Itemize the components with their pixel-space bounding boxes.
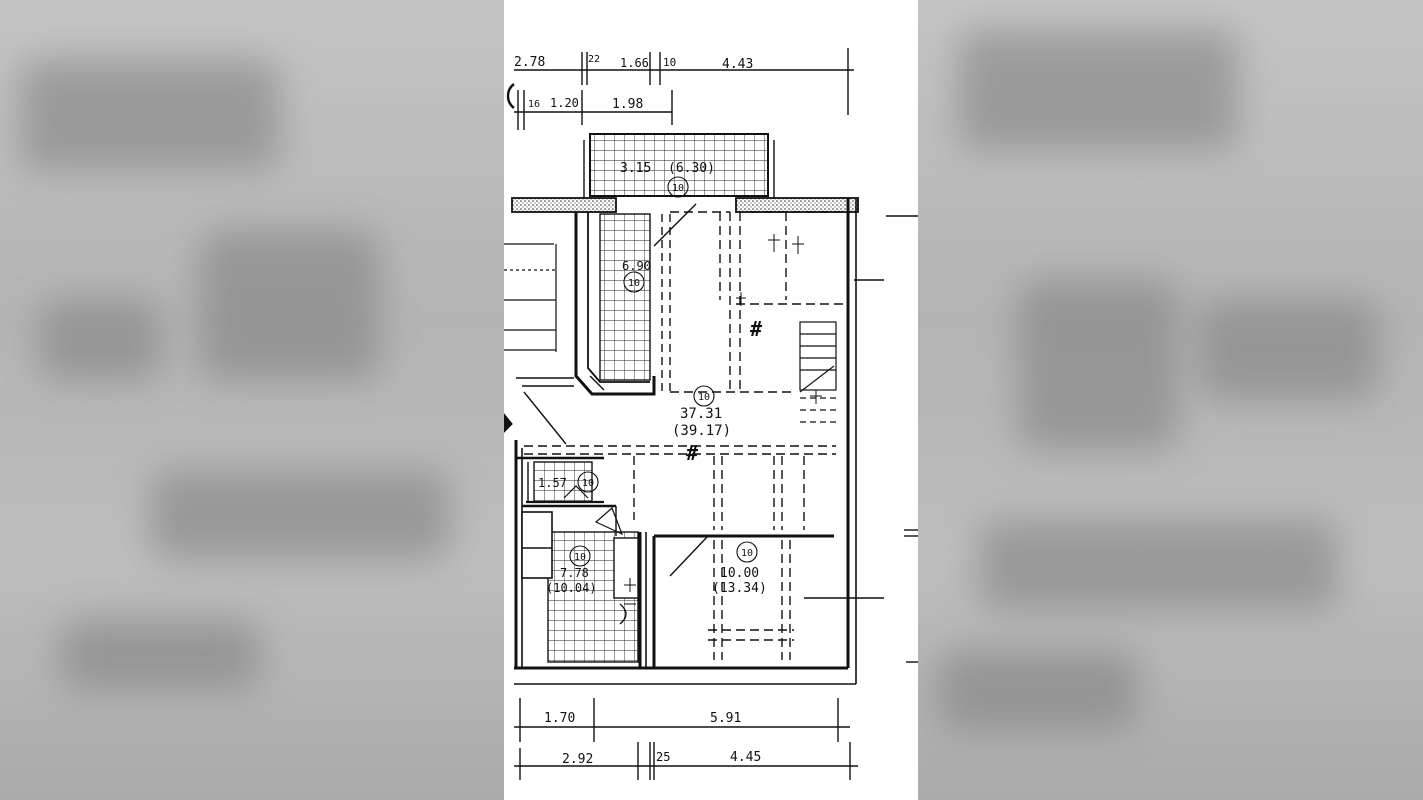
living-area [524,211,850,530]
wc-tag: 10 [582,478,594,489]
balcony-tag: 10 [672,183,684,194]
blurred-background-left [0,0,504,800]
dim-bottom-5-91: 5.91 [710,711,741,726]
dim-top-2-78: 2.78 [514,55,545,70]
dim-top-16: 16 [528,99,540,110]
bath-area: 7.78 [560,566,589,580]
living-marks [736,234,822,404]
wc-area: 1.57 [538,476,567,490]
dim-top-1-20: 1.20 [550,96,579,110]
living-area-total: (39.17) [672,423,731,439]
top-dimension-lines [506,48,854,130]
bedroom-area: 10.00 [720,566,759,581]
internal-stair [799,320,849,423]
bedroom-area-total: (13.34) [712,581,767,596]
bedroom-tag: 10 [741,548,753,559]
kitchen-tag: 10 [628,278,640,289]
entry-door-swing [523,391,567,445]
living-hash-mark: # [750,317,762,341]
room-tag-circles [569,176,758,567]
hall-hash-mark: # [686,441,698,465]
dim-bottom-2-92: 2.92 [562,752,593,767]
bedroom [652,534,884,668]
floor-plan-drawing: 2.78 22 1.66 10 4.43 16 1.20 1.98 3.15 (… [504,48,918,780]
living-area: 37.31 [680,406,722,422]
bottom-dimension-lines [514,698,858,780]
dim-top-1-66: 1.66 [620,56,649,70]
floor-plan-sheet: 2.78 22 1.66 10 4.43 16 1.20 1.98 3.15 (… [504,0,918,800]
kitchen [574,203,697,396]
bathroom [521,504,639,663]
outside-ticks [854,215,918,663]
dim-top-10: 10 [663,56,676,69]
dim-bottom-1-70: 1.70 [544,711,575,726]
bath-tag: 10 [574,552,586,563]
dim-top-1-98: 1.98 [612,97,643,112]
dim-top-22: 22 [588,54,600,65]
balcony-area: 3.15 [620,161,651,176]
dim-bottom-25: 25 [656,750,670,764]
balcony [583,133,775,200]
dim-top-4-43: 4.43 [722,57,753,72]
living-tag: 10 [698,392,710,403]
blurred-background-right [918,0,1423,800]
balcony-area-total: (6.30) [668,161,715,176]
wc [516,456,604,504]
kitchen-area: 6.90 [622,259,651,273]
dim-bottom-4-45: 4.45 [730,750,761,765]
bath-area-total: (10.04) [546,581,597,595]
stair-fragment [504,243,557,433]
